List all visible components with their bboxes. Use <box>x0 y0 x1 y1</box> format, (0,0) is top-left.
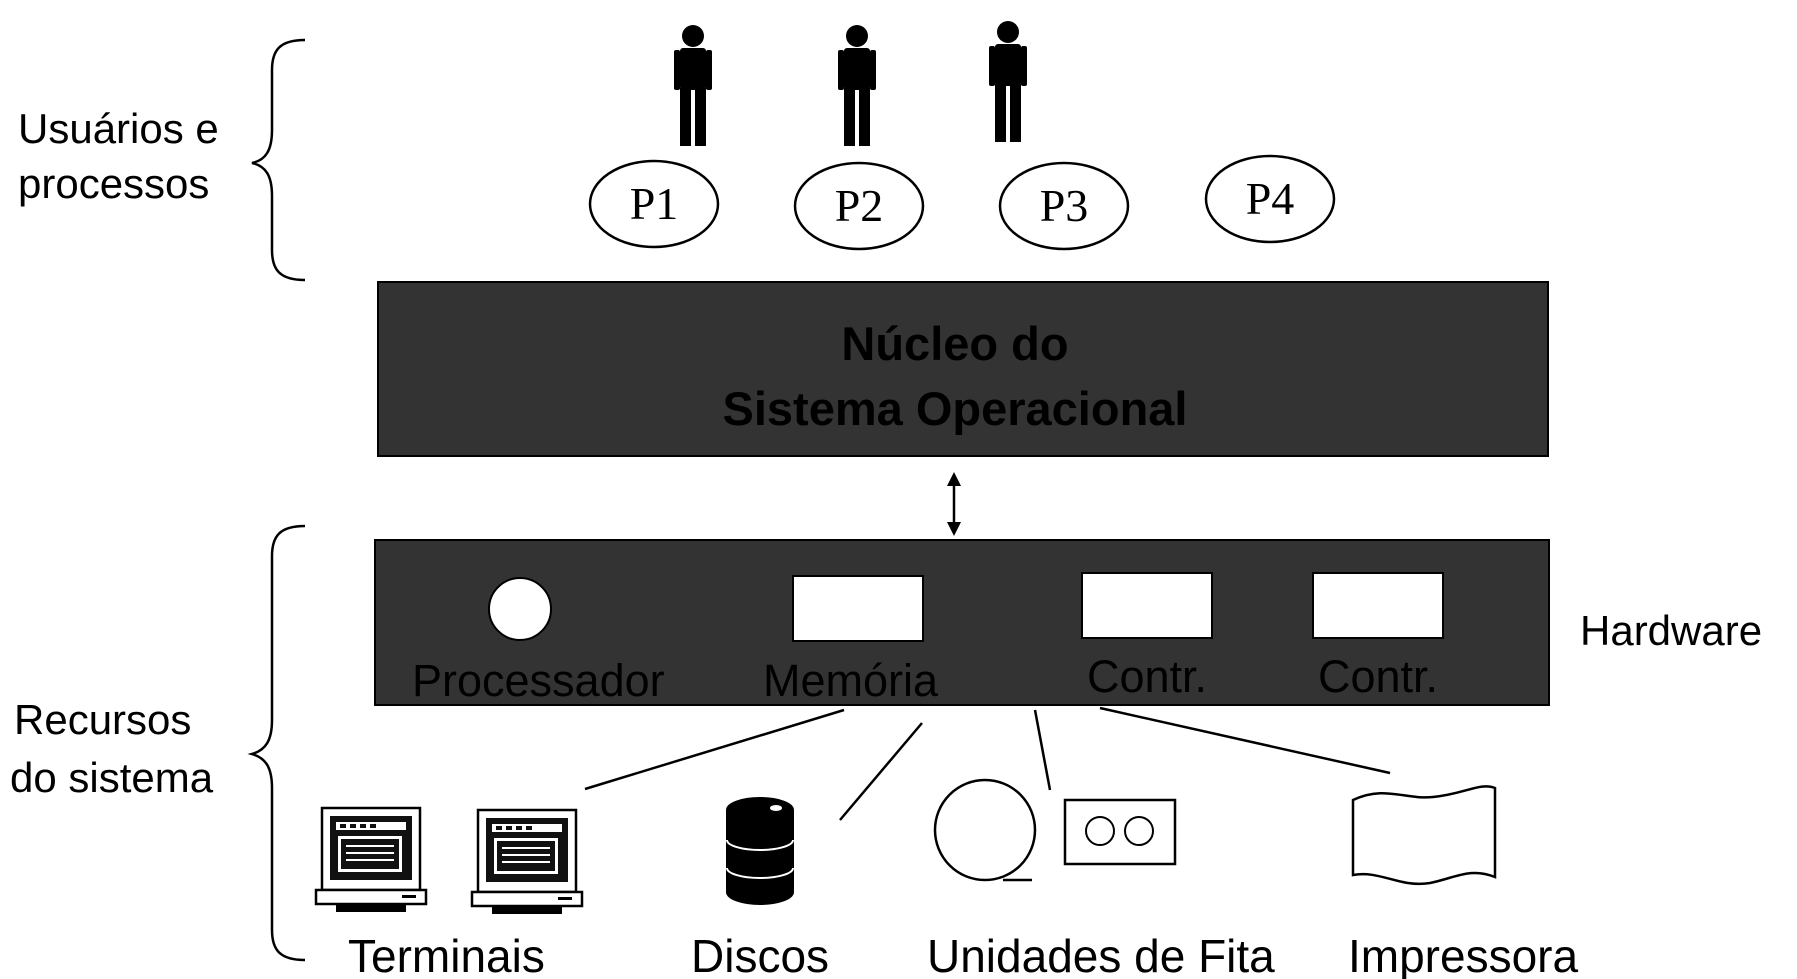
person-icon <box>989 21 1027 142</box>
kernel-hardware-arrow <box>947 472 961 536</box>
controller2-icon <box>1312 572 1444 639</box>
kernel-title-line2: Sistema Operacional <box>723 382 1188 435</box>
controller2-label: Contr. <box>1318 651 1438 702</box>
connector-tapes <box>1033 709 1052 791</box>
kernel-block <box>377 281 1549 457</box>
connector-terminals <box>584 708 845 791</box>
processor-icon <box>488 577 552 641</box>
printer-label: Impressora <box>1348 930 1578 979</box>
person-icon <box>674 25 712 146</box>
connector-disks <box>839 722 923 821</box>
users-label-line1: Usuários e <box>18 105 219 152</box>
resources-label-line2: do sistema <box>10 754 214 801</box>
process-p4: P4 <box>1204 154 1336 244</box>
tapes-label: Unidades de Fita <box>927 930 1275 979</box>
kernel-title-line1: Núcleo do <box>841 317 1068 370</box>
monitor-icon <box>314 806 428 914</box>
resources-brace <box>247 524 306 962</box>
users-label-line2: processos <box>18 160 209 207</box>
process-label: P3 <box>1040 180 1089 231</box>
person-icon <box>838 25 876 146</box>
memory-icon <box>792 575 924 642</box>
process-label: P4 <box>1246 173 1295 224</box>
resources-label-line1: Recursos <box>14 696 191 743</box>
memory-label: Memória <box>763 655 939 706</box>
process-p3: P3 <box>998 161 1130 251</box>
process-p2: P2 <box>793 161 925 251</box>
processor-label: Processador <box>412 655 665 706</box>
bus-connectors <box>584 706 1391 821</box>
process-p1: P1 <box>588 159 720 249</box>
tape-reel-icon <box>933 778 1037 882</box>
tape-unit-icon <box>1063 798 1177 866</box>
terminals-label: Terminais <box>348 930 545 979</box>
controller1-label: Contr. <box>1087 651 1207 702</box>
disk-drum-icon <box>726 797 794 905</box>
connector-printer <box>1099 706 1391 775</box>
hardware-label: Hardware <box>1580 607 1762 654</box>
controller1-icon <box>1081 572 1213 639</box>
printer-paper-icon <box>1351 785 1497 886</box>
process-label: P1 <box>630 178 679 229</box>
monitor-icon <box>470 808 584 916</box>
disks-label: Discos <box>691 930 829 979</box>
process-label: P2 <box>835 180 884 231</box>
users-brace <box>251 38 306 282</box>
